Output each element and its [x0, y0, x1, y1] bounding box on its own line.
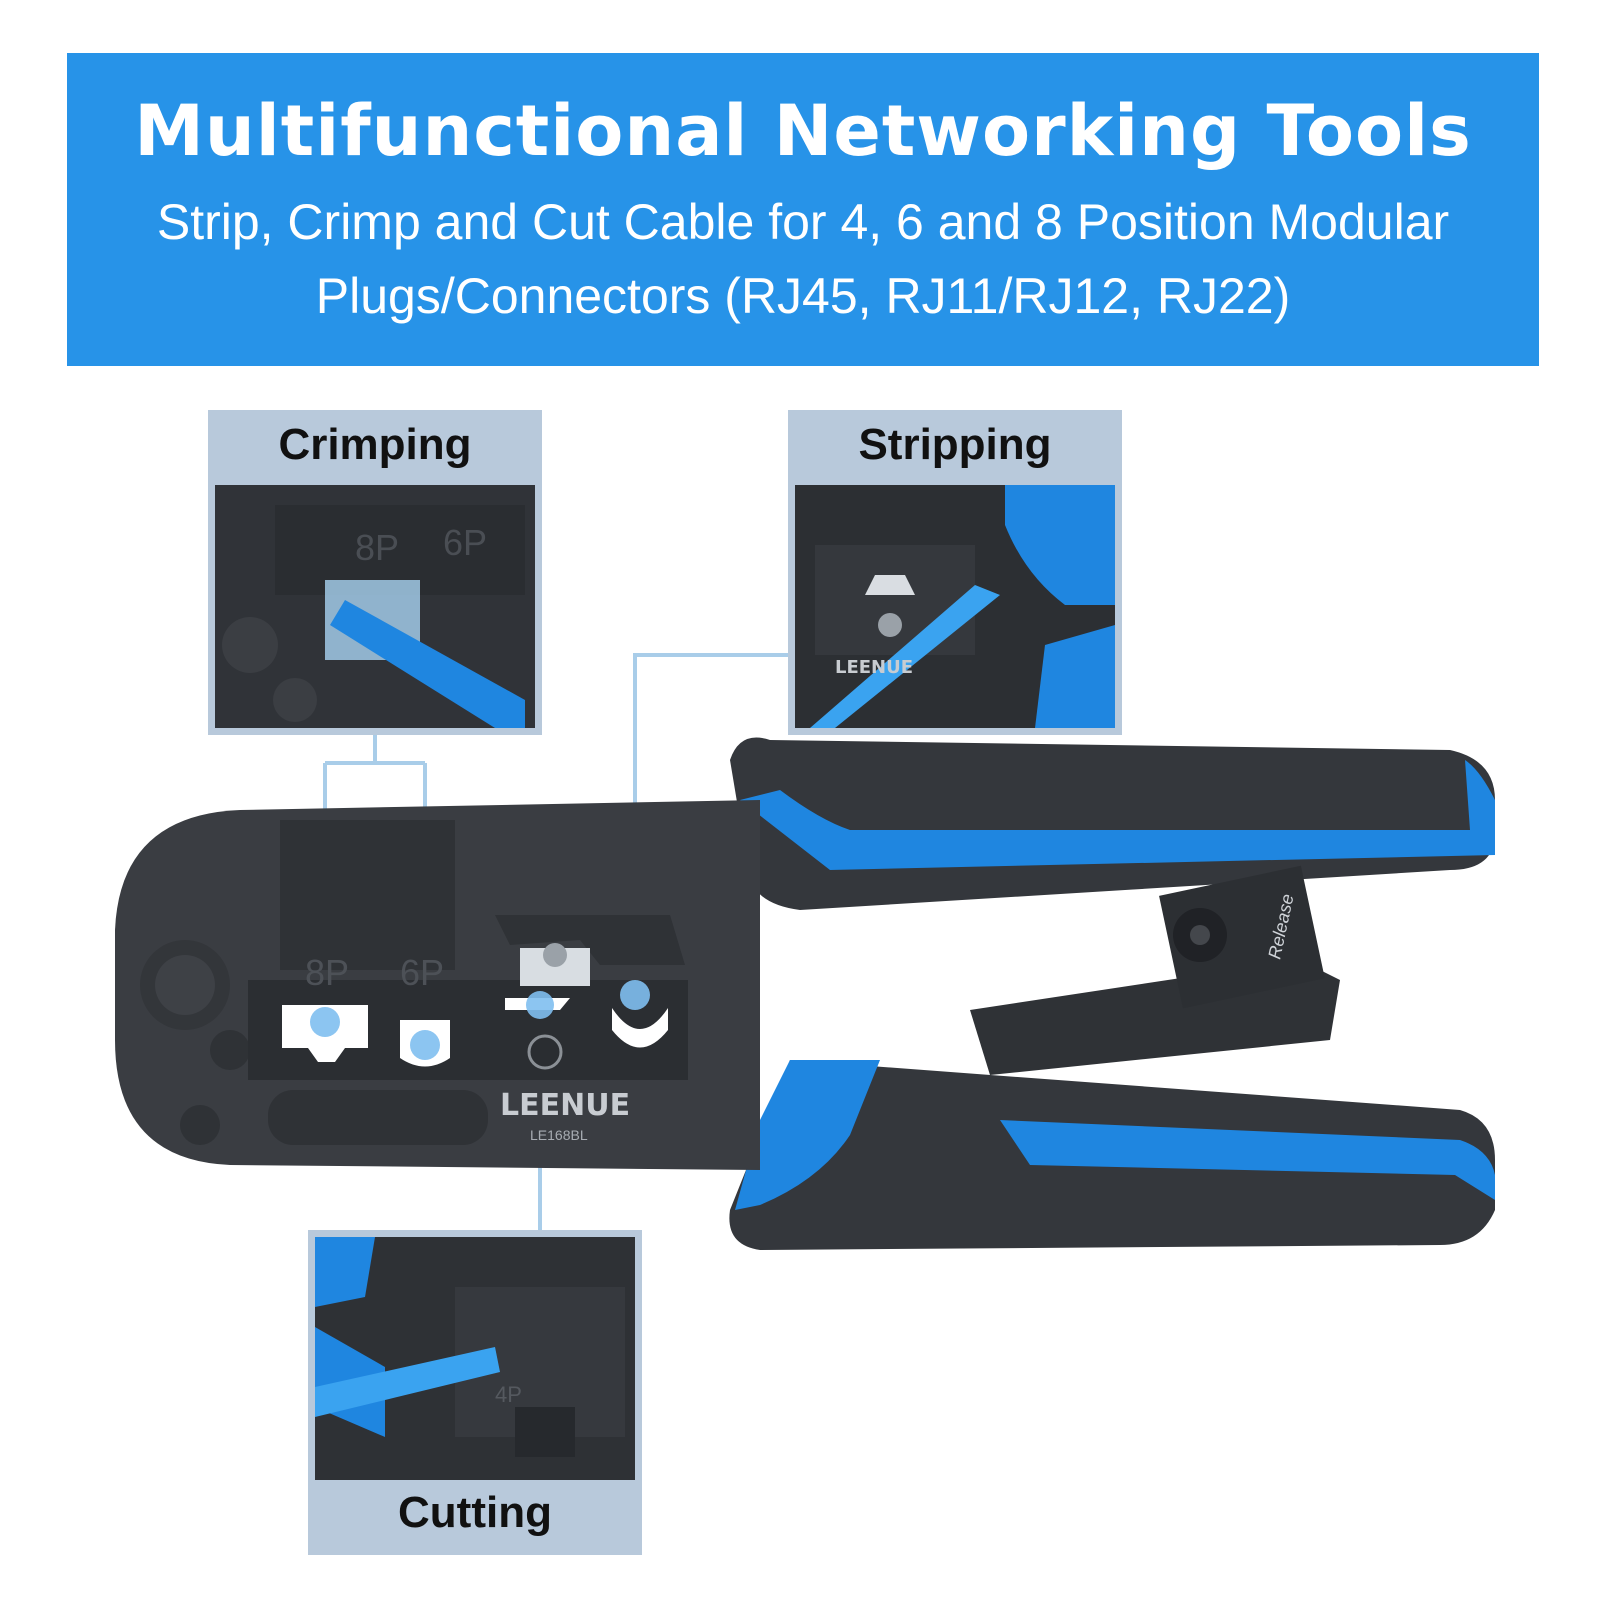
ratchet-release: Release [970, 865, 1340, 1075]
closeup-6p-label: 6P [443, 522, 487, 563]
subtitle-line-1: Strip, Crimp and Cut Cable for 4, 6 and … [156, 194, 1450, 250]
upper-handle [730, 737, 1495, 910]
model-number: LE168BL [530, 1127, 588, 1143]
stripping-closeup: LEENUE [795, 485, 1115, 728]
closeup-4p-label: 4P [495, 1382, 522, 1407]
crimping-closeup: 8P 6P [215, 485, 535, 728]
page-title: Multifunctional Networking Tools [134, 90, 1472, 172]
brand-logo-text: LEENUE [500, 1088, 630, 1123]
cutting-panel: 4P Cutting [308, 1230, 642, 1555]
lower-handle [729, 1060, 1495, 1250]
crimping-panel: Crimping 8P 6P [208, 410, 542, 735]
die-6p-label: 6P [400, 952, 444, 993]
closeup-brand-text: LEENUE [835, 657, 913, 678]
header-banner: Multifunctional Networking Tools Strip, … [67, 53, 1539, 366]
closeup-8p-label: 8P [355, 527, 399, 568]
subtitle-line-2: Plugs/Connectors (RJ45, RJ11/RJ12, RJ22) [315, 268, 1291, 324]
page-subtitle: Strip, Crimp and Cut Cable for 4, 6 and … [67, 185, 1539, 333]
tool-head: 8P 6P LEENUE LE168BL [115, 800, 760, 1170]
cutting-closeup: 4P [315, 1237, 635, 1480]
crimping-label: Crimping [278, 420, 472, 469]
cutting-label: Cutting [398, 1488, 552, 1537]
stripping-panel: Stripping LEENUE [788, 410, 1122, 735]
die-8p-label: 8P [305, 952, 349, 993]
stripping-label: Stripping [858, 420, 1052, 469]
